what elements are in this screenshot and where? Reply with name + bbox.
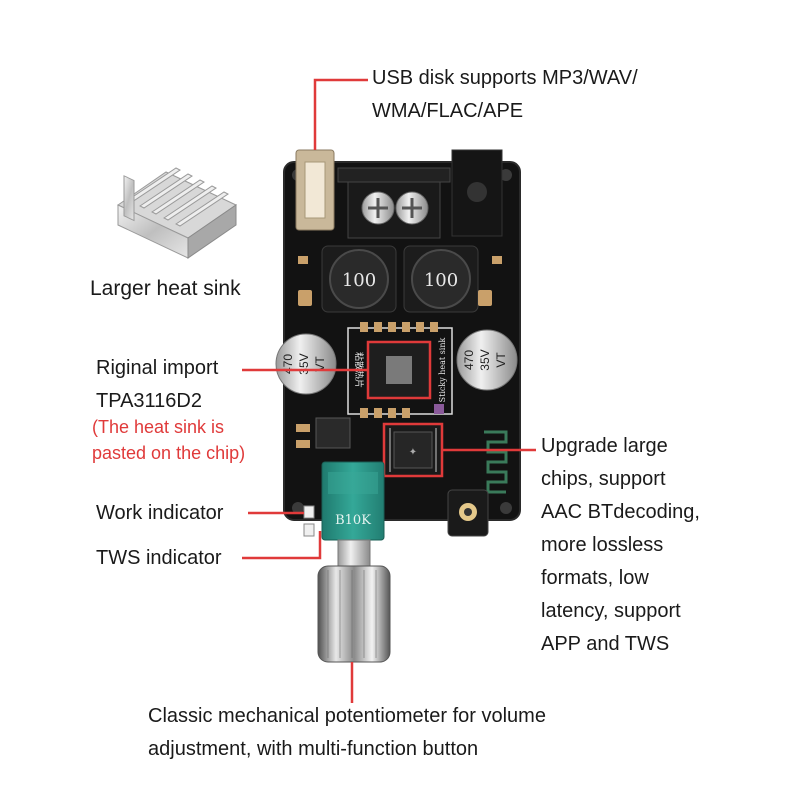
inductor-left: 100	[321, 245, 397, 313]
callout-usb	[313, 78, 368, 150]
potentiometer: B10K	[321, 461, 385, 567]
capacitor-value-right: 470	[462, 350, 476, 370]
dc-power-jack	[451, 149, 503, 237]
heat-sink-marking-en: Sticky heat sink	[438, 337, 447, 402]
label-chip: Riginal import TPA3116D2	[96, 352, 218, 418]
label-usb: USB disk supports MP3/WAV/ WMA/FLAC/APE	[372, 62, 638, 128]
inductor-marking-right: 100	[424, 270, 458, 291]
label-bt-line-3: AAC BTdecoding,	[541, 501, 700, 523]
capacitor-voltage-left: 35V	[297, 353, 311, 374]
smd-components	[298, 256, 502, 306]
capacitor-voltage-right: 35V	[478, 349, 492, 370]
label-pot-line-2: adjustment, with multi-function button	[148, 738, 479, 760]
label-pot-line-1: Classic mechanical potentiometer for vol…	[148, 705, 546, 727]
label-bt-line-2: chips, support	[541, 468, 666, 490]
inductor-right: 100	[403, 245, 479, 313]
label-bt-line-7: APP and TWS	[541, 633, 670, 655]
bluetooth-antenna	[484, 430, 508, 494]
capacitor-series-right: VT	[494, 352, 508, 368]
capacitor-series-left: VT	[313, 356, 327, 372]
label-heat-sink: Larger heat sink	[90, 277, 241, 300]
audio-jack	[447, 489, 489, 537]
label-usb-line-1: USB disk supports MP3/WAV/	[372, 67, 638, 89]
capacitor-right: 470 35V VT	[456, 329, 518, 391]
label-chip-note-line-2: pasted on the chip)	[92, 443, 246, 463]
heat-sink-icon	[116, 167, 238, 259]
svg-text:✦: ✦	[409, 447, 417, 458]
label-bt: Upgrade large chips, support AAC BTdecod…	[541, 430, 700, 661]
label-chip-line-1: Riginal import	[96, 357, 219, 379]
label-bt-line-1: Upgrade large	[541, 435, 668, 457]
label-bt-line-6: latency, support	[541, 600, 681, 622]
tws-indicator-led	[303, 523, 315, 537]
inductor-marking-left: 100	[342, 270, 376, 291]
usb-port	[295, 149, 335, 231]
work-indicator-led	[303, 505, 315, 519]
label-potentiometer: Classic mechanical potentiometer for vol…	[148, 700, 546, 766]
label-chip-line-2: TPA3116D2	[96, 390, 202, 412]
volume-knob	[317, 565, 391, 663]
label-chip-note-line-1: (The heat sink is	[92, 417, 225, 437]
label-tws-indicator: TWS indicator	[96, 547, 222, 569]
label-bt-line-4: more lossless	[541, 534, 664, 556]
label-bt-line-5: formats, low	[541, 567, 649, 589]
label-chip-note: (The heat sink is pasted on the chip)	[92, 414, 245, 466]
voltage-regulator	[296, 417, 351, 449]
tpa3116-chip-area: 粘散热片 Sticky heat sink	[347, 322, 453, 418]
potentiometer-marking: B10K	[335, 513, 371, 528]
callout-tws	[242, 531, 322, 560]
label-usb-line-2: WMA/FLAC/APE	[372, 100, 524, 122]
label-work-indicator: Work indicator	[96, 502, 224, 524]
callout-lines	[242, 78, 536, 703]
capacitor-left: 470 35V VT	[275, 333, 337, 395]
speaker-terminal	[337, 167, 451, 239]
bluetooth-chip: ✦	[382, 422, 444, 478]
